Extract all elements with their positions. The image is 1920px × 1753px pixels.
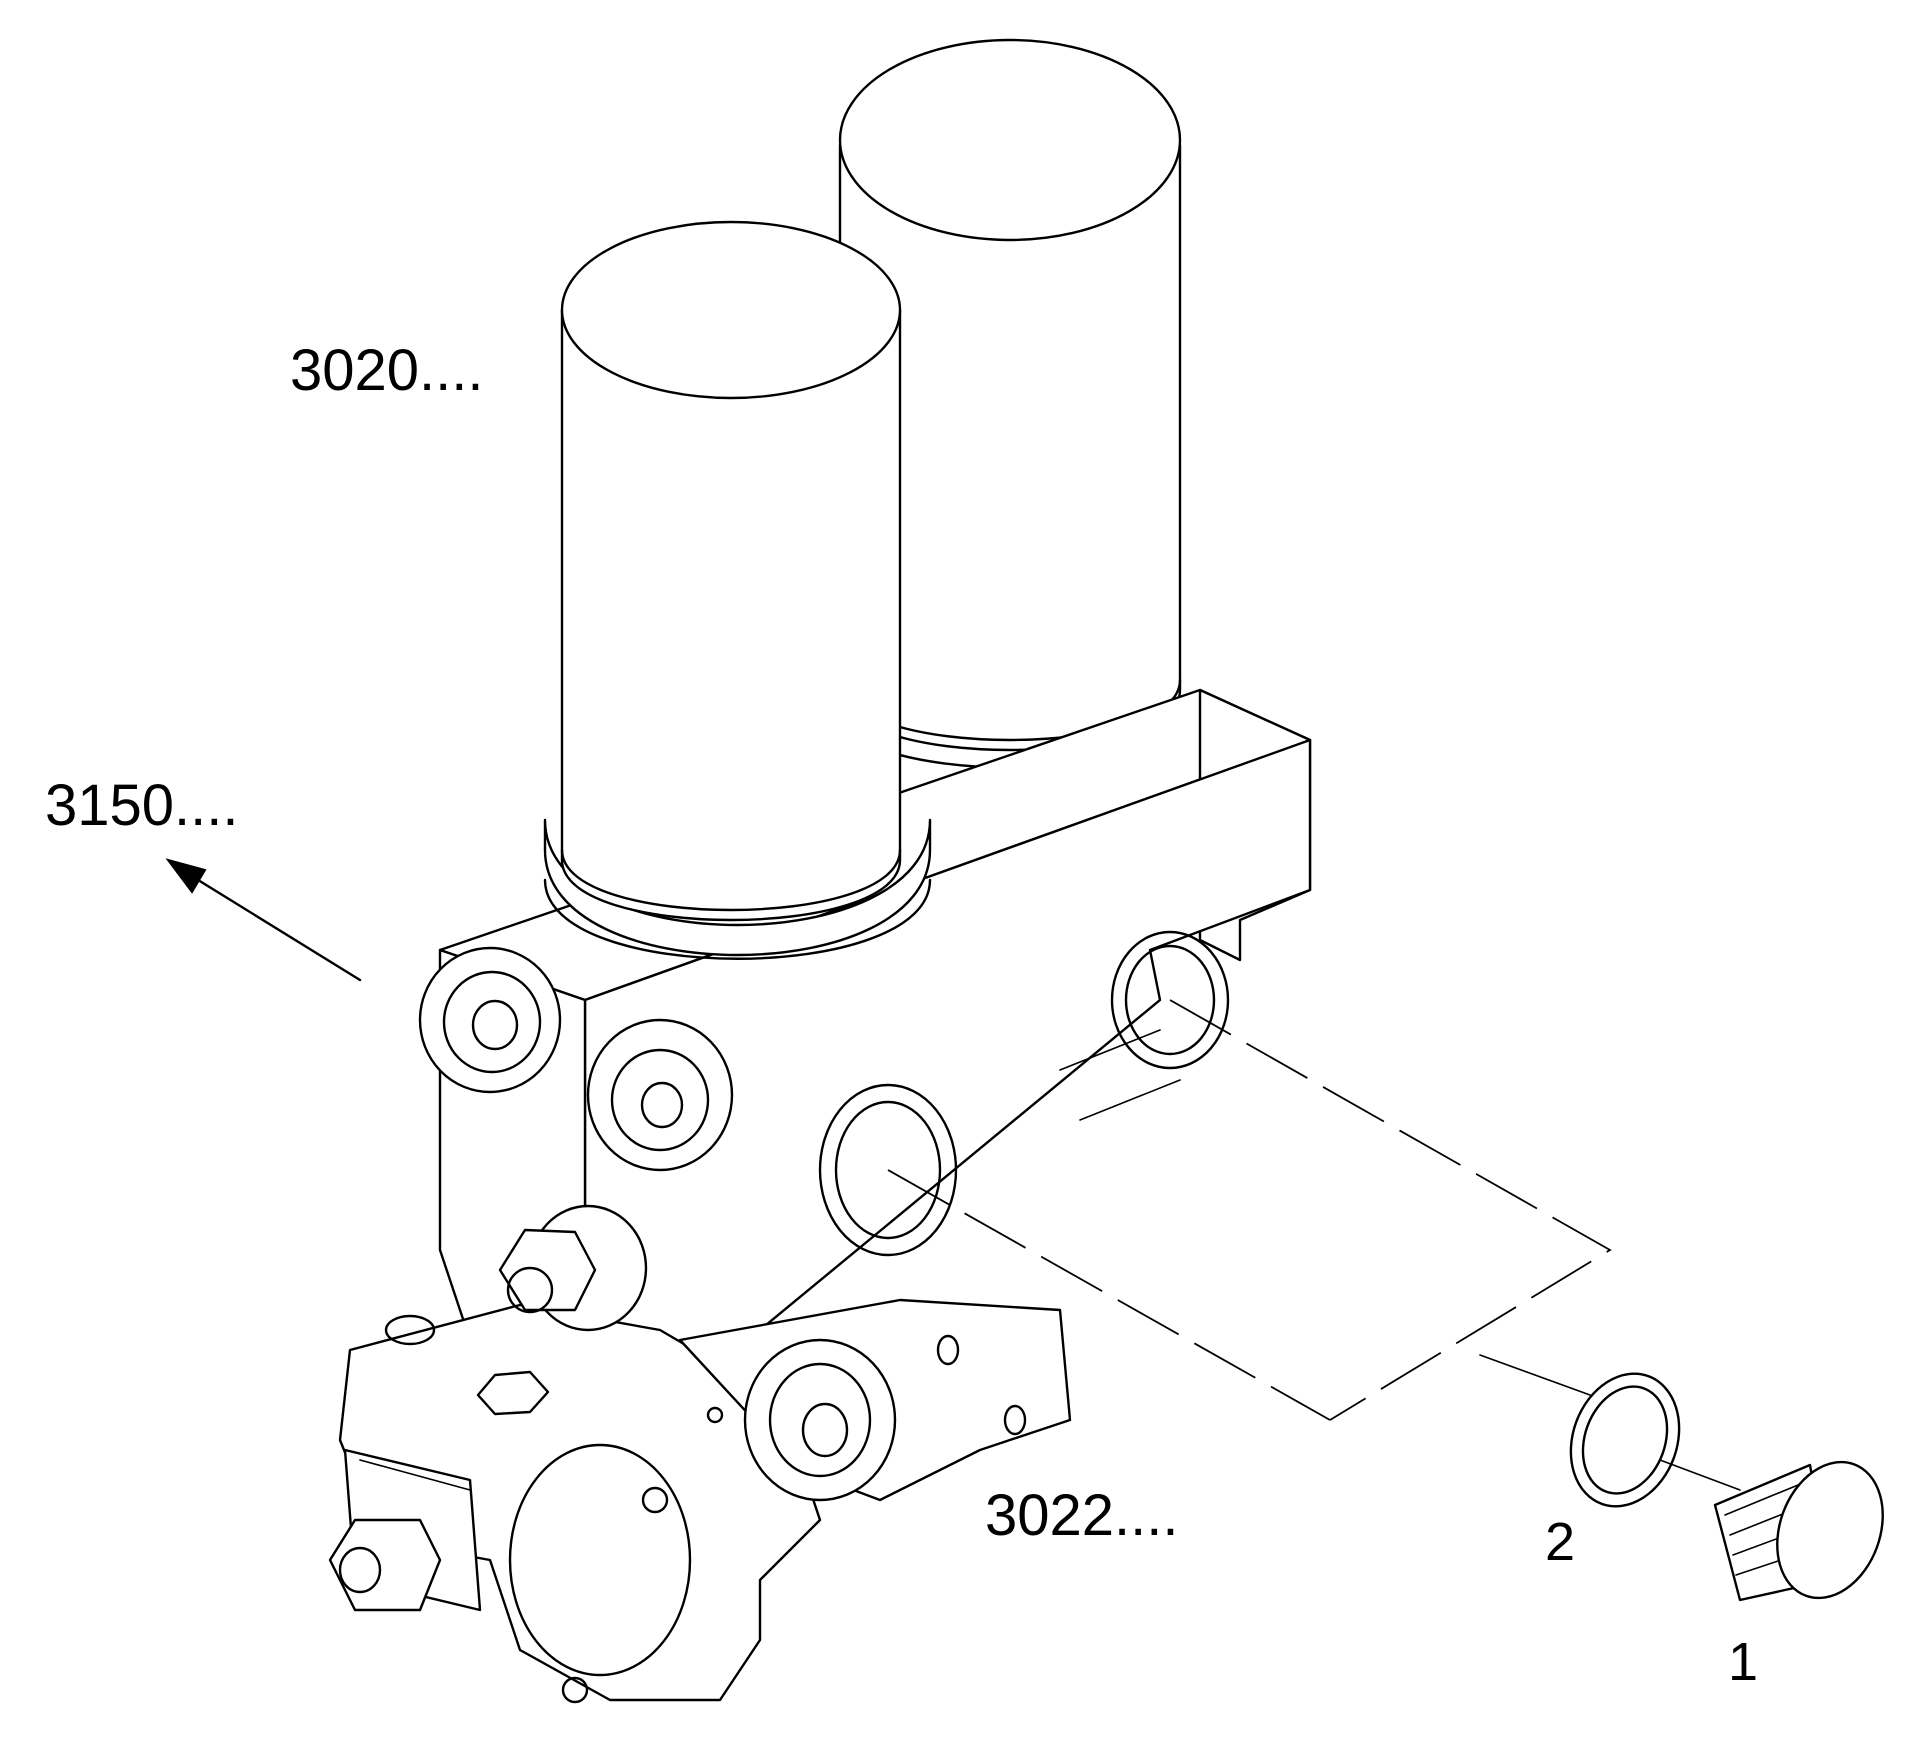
label-3020: 3020.... bbox=[290, 338, 483, 403]
rear-filter-canister bbox=[826, 38, 1194, 769]
hex-bolt bbox=[476, 1370, 550, 1416]
hex-fitting-upper bbox=[498, 1204, 648, 1332]
hex-fitting-side bbox=[328, 1518, 442, 1612]
port-upper-right bbox=[1110, 930, 1230, 1070]
label-item-2: 2 bbox=[1545, 1512, 1575, 1572]
explode-leader-lines bbox=[887, 999, 1741, 1491]
lug-holes bbox=[706, 1334, 1027, 1436]
seal-ring-part bbox=[1569, 1372, 1681, 1508]
port-lower-left bbox=[818, 1083, 958, 1257]
lower-port-boss bbox=[743, 1338, 897, 1502]
front-filter-canister bbox=[543, 220, 932, 960]
label-3022: 3022.... bbox=[985, 1483, 1178, 1548]
threaded-plug-part bbox=[1713, 1460, 1884, 1602]
mounting-hole bbox=[384, 1314, 436, 1346]
front-port-boss bbox=[586, 1018, 734, 1172]
left-port-boss bbox=[418, 946, 562, 1094]
label-item-1: 1 bbox=[1728, 1632, 1758, 1692]
label-3150: 3150.... bbox=[45, 773, 238, 838]
round-cover bbox=[508, 1443, 692, 1704]
arrow-up-left-icon bbox=[165, 858, 362, 982]
